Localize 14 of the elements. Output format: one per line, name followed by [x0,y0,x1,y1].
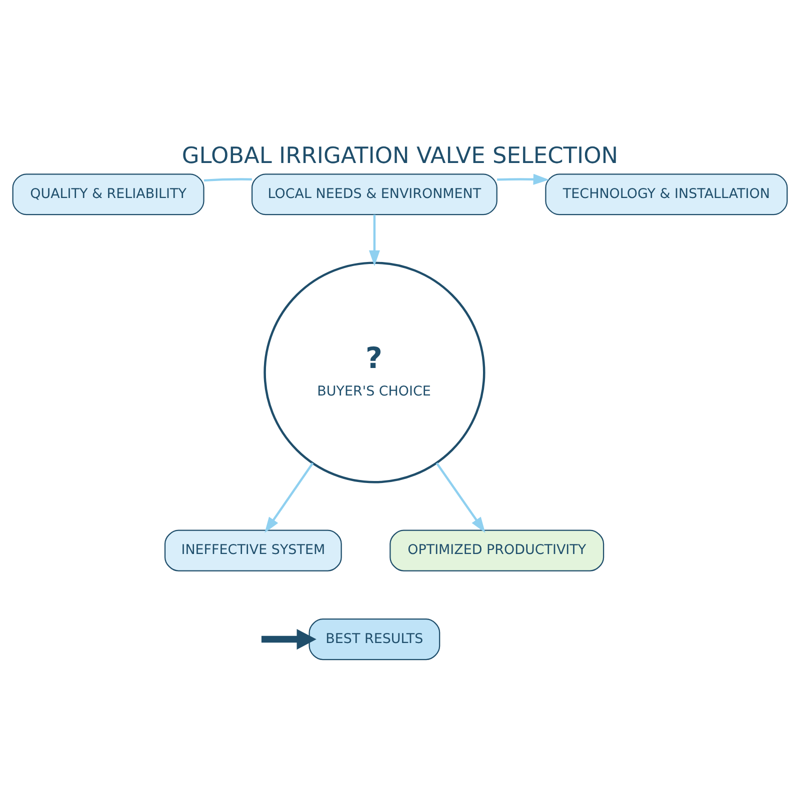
arrow [261,629,316,650]
node-box: OPTIMIZED PRODUCTIVITY [390,530,604,572]
node-box: LOCAL NEEDS & ENVIRONMENT [251,174,498,216]
arrow [436,462,486,533]
arrow [264,462,314,533]
diagram-title: GLOBAL IRRIGATION VALVE SELECTION [182,142,618,169]
arrow [497,174,550,185]
arrow [368,214,380,266]
node-box: TECHNOLOGY & INSTALLATION [545,174,788,216]
connector [204,178,252,182]
node-box: QUALITY & RELIABILITY [12,174,204,216]
node-circle: ? BUYER'S CHOICE [264,262,486,484]
node-box: BEST RESULTS [308,618,440,660]
node-box: INEFFECTIVE SYSTEM [164,530,342,572]
